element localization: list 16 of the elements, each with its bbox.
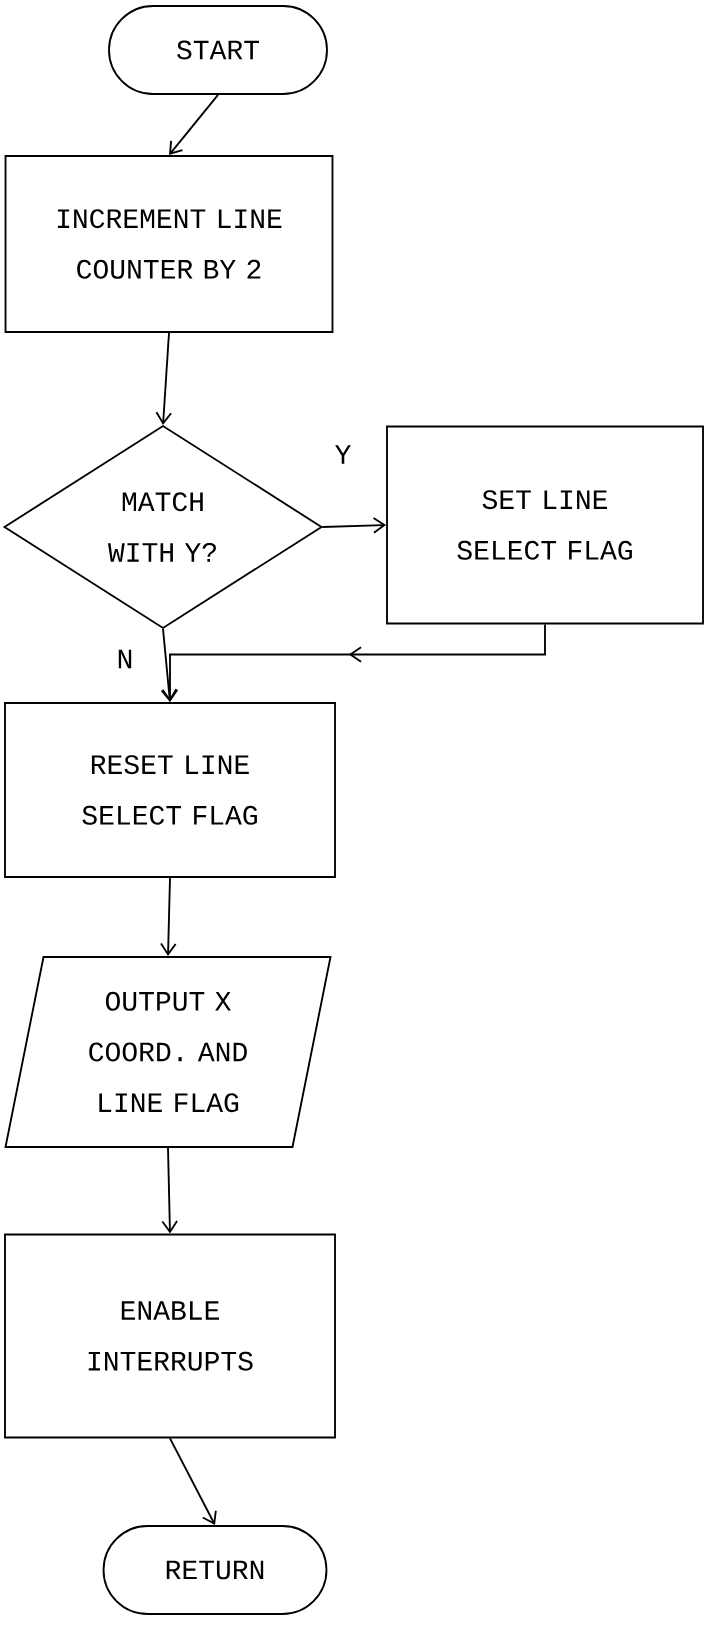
terminal-box: START	[108, 5, 328, 95]
arrow	[321, 517, 387, 534]
process-box: ENABLE INTERRUPTS	[4, 1233, 336, 1439]
process-box: SET LINE SELECT FLAG	[386, 425, 704, 625]
arrow	[161, 623, 546, 703]
arrow	[155, 332, 173, 426]
arrow	[161, 1147, 178, 1234]
edge-label: N	[115, 648, 135, 670]
terminal-box: RETURN	[102, 1525, 328, 1615]
arrow	[169, 93, 219, 156]
arrow	[169, 1437, 217, 1526]
process-box: INCREMENT LINE COUNTER BY 2	[4, 155, 334, 333]
process-box: RESET LINE SELECT FLAG	[4, 702, 336, 878]
arrow	[160, 877, 177, 957]
edge-label: Y	[333, 443, 353, 466]
parallelogram-box: OUTPUT X COORD. AND LINE FLAG	[4, 956, 332, 1148]
